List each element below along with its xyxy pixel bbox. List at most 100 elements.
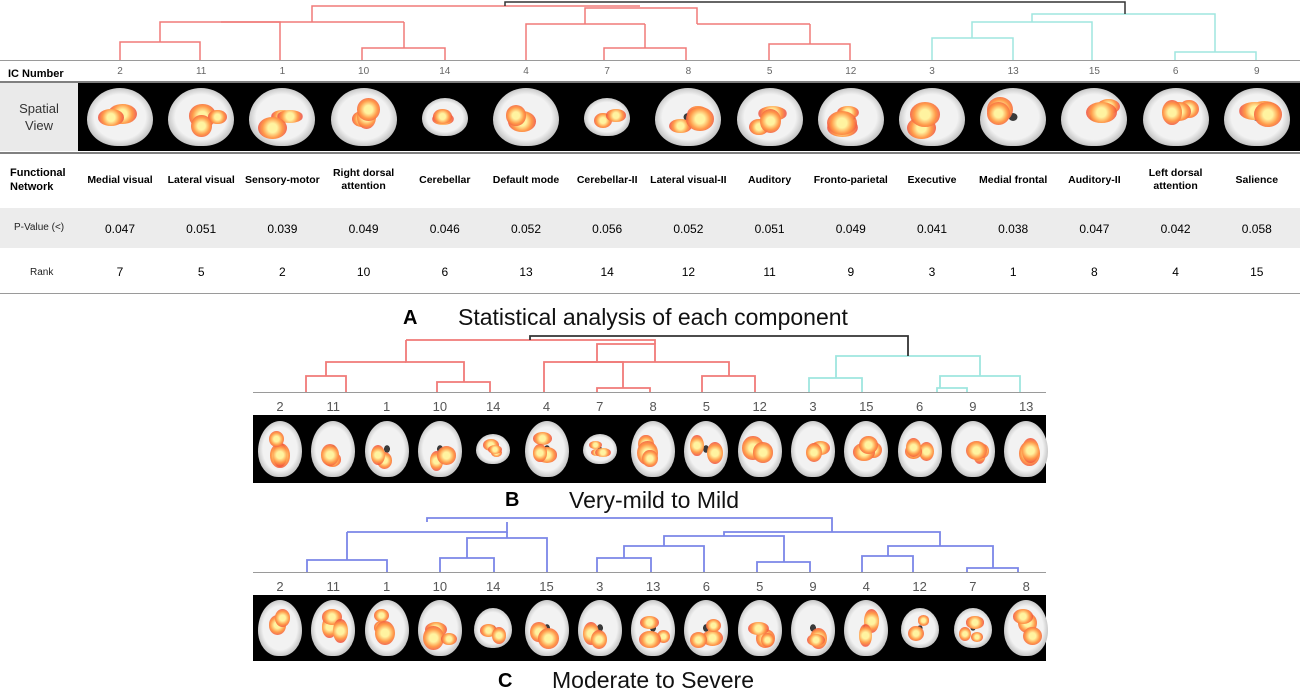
rank-header: Rank	[30, 267, 54, 278]
ic-number-label: 6	[915, 399, 924, 414]
activation-blob	[276, 109, 304, 123]
spatial-top-border	[0, 81, 1300, 83]
brain-map-ic-11	[311, 600, 356, 656]
rank-cell: 5	[197, 265, 205, 279]
brain-map-ic-14	[476, 434, 511, 464]
pvalue-cell: 0.038	[998, 222, 1029, 236]
network-label: Fronto-parietal	[813, 173, 888, 186]
network-label: Salience	[1235, 173, 1279, 186]
ic-number-label: 1	[382, 579, 391, 594]
dendrogram-a	[119, 1, 1257, 60]
network-label: Auditory	[748, 173, 792, 186]
activation-blob	[919, 441, 935, 462]
ic-number-label: 12	[912, 579, 927, 594]
ic-axis-line-b	[253, 392, 1046, 393]
activation-blob	[491, 627, 506, 644]
rank-cell: 15	[1250, 265, 1264, 279]
brain-map-ic-2	[258, 600, 302, 656]
activation-blob	[275, 609, 291, 627]
network-label: Default mode	[492, 173, 560, 186]
pvalue-cell: 0.049	[835, 222, 866, 236]
brain-map-ic-15	[1061, 88, 1128, 146]
caption-a-text: Statistical analysis of each component	[458, 304, 848, 330]
ic-number-label: 7	[969, 579, 977, 594]
rank-cell: 10	[356, 265, 371, 279]
ic-axis-line-c	[253, 572, 1046, 573]
brain-map-ic-8	[1004, 600, 1049, 656]
ic-number-label: 11	[195, 66, 207, 77]
activation-blob	[752, 442, 774, 463]
activation-blob	[759, 109, 782, 133]
brain-map-ic-9	[1223, 88, 1290, 146]
activation-blob	[761, 632, 775, 648]
brain-map-ic-10	[417, 600, 462, 656]
activation-blob	[595, 447, 611, 458]
rank-cell: 3	[928, 265, 936, 279]
activation-blob	[668, 119, 692, 134]
ic-number-label: 2	[276, 579, 284, 594]
dendrogram-b	[305, 335, 1021, 392]
brain-map-ic-6	[1142, 88, 1209, 146]
network-label: Lateral visual-II	[650, 173, 727, 186]
brain-map-ic-10	[330, 88, 397, 146]
ic-number-label: 3	[929, 66, 935, 77]
activation-blob	[987, 102, 1011, 125]
brain-map-ic-1	[249, 88, 316, 146]
brain-map-ic-6	[684, 600, 729, 656]
pvalue-cell: 0.058	[1241, 222, 1272, 236]
ic-number-label: 7	[604, 66, 610, 77]
network-label: Medial frontal	[979, 173, 1048, 186]
brain-map-ic-2	[87, 88, 153, 146]
ic-number-label: 4	[862, 579, 870, 594]
ic-number-label: 15	[539, 579, 554, 594]
brain-map-ic-8	[655, 88, 722, 146]
ic-number-header: IC Number	[8, 68, 64, 80]
rank-cell: 13	[519, 265, 533, 279]
activation-blob	[605, 109, 626, 122]
activation-blob	[371, 445, 386, 466]
ic-number-label: 14	[485, 399, 501, 414]
activation-blob	[505, 105, 527, 126]
rank-cell: 6	[441, 265, 449, 279]
activation-blob	[1022, 627, 1042, 646]
activation-blob	[436, 446, 457, 465]
ic-number-label: 5	[766, 66, 773, 77]
brain-map-ic-3	[577, 600, 622, 656]
pvalue-cell: 0.046	[429, 222, 460, 236]
ic-number-label: 2	[117, 66, 123, 77]
brain-map-ic-1	[364, 600, 409, 656]
ic-number-label: 13	[1007, 66, 1019, 77]
brain-map-ic-4	[844, 600, 889, 656]
brain-map-ic-5	[737, 600, 782, 656]
activation-blob	[258, 116, 287, 140]
caption-b-letter: B	[505, 489, 520, 511]
brain-map-ic-8	[631, 421, 676, 477]
brain-map-ic-7	[582, 434, 617, 464]
activation-blob	[1086, 102, 1117, 124]
activation-blob	[1021, 438, 1040, 463]
network-label: Cerebellar-II	[576, 173, 638, 186]
activation-blob	[706, 441, 723, 464]
caption-a-letter: A	[403, 307, 418, 329]
activation-blob	[191, 114, 212, 138]
ic-number-label: 13	[645, 579, 661, 594]
activation-blob	[333, 618, 348, 644]
brain-map-ic-6	[897, 421, 942, 477]
ic-number-label: 6	[702, 579, 710, 594]
ic-number-label: 9	[809, 579, 817, 594]
activation-blob	[320, 444, 340, 467]
ic-number-label: 14	[485, 579, 501, 594]
activation-blob	[806, 633, 825, 647]
activation-blob	[705, 618, 722, 633]
ic-number-label: 8	[685, 66, 692, 77]
network-label: Right dorsal attention	[332, 167, 395, 192]
caption-c-text: Moderate to Severe	[552, 667, 755, 693]
rank-cell: 11	[763, 265, 776, 279]
activation-blob	[858, 435, 878, 455]
network-label: Executive	[907, 173, 957, 186]
activation-blob	[638, 630, 661, 649]
activation-blob	[858, 624, 873, 648]
ic-number-label: 13	[1018, 399, 1034, 414]
activation-blob	[748, 622, 770, 636]
